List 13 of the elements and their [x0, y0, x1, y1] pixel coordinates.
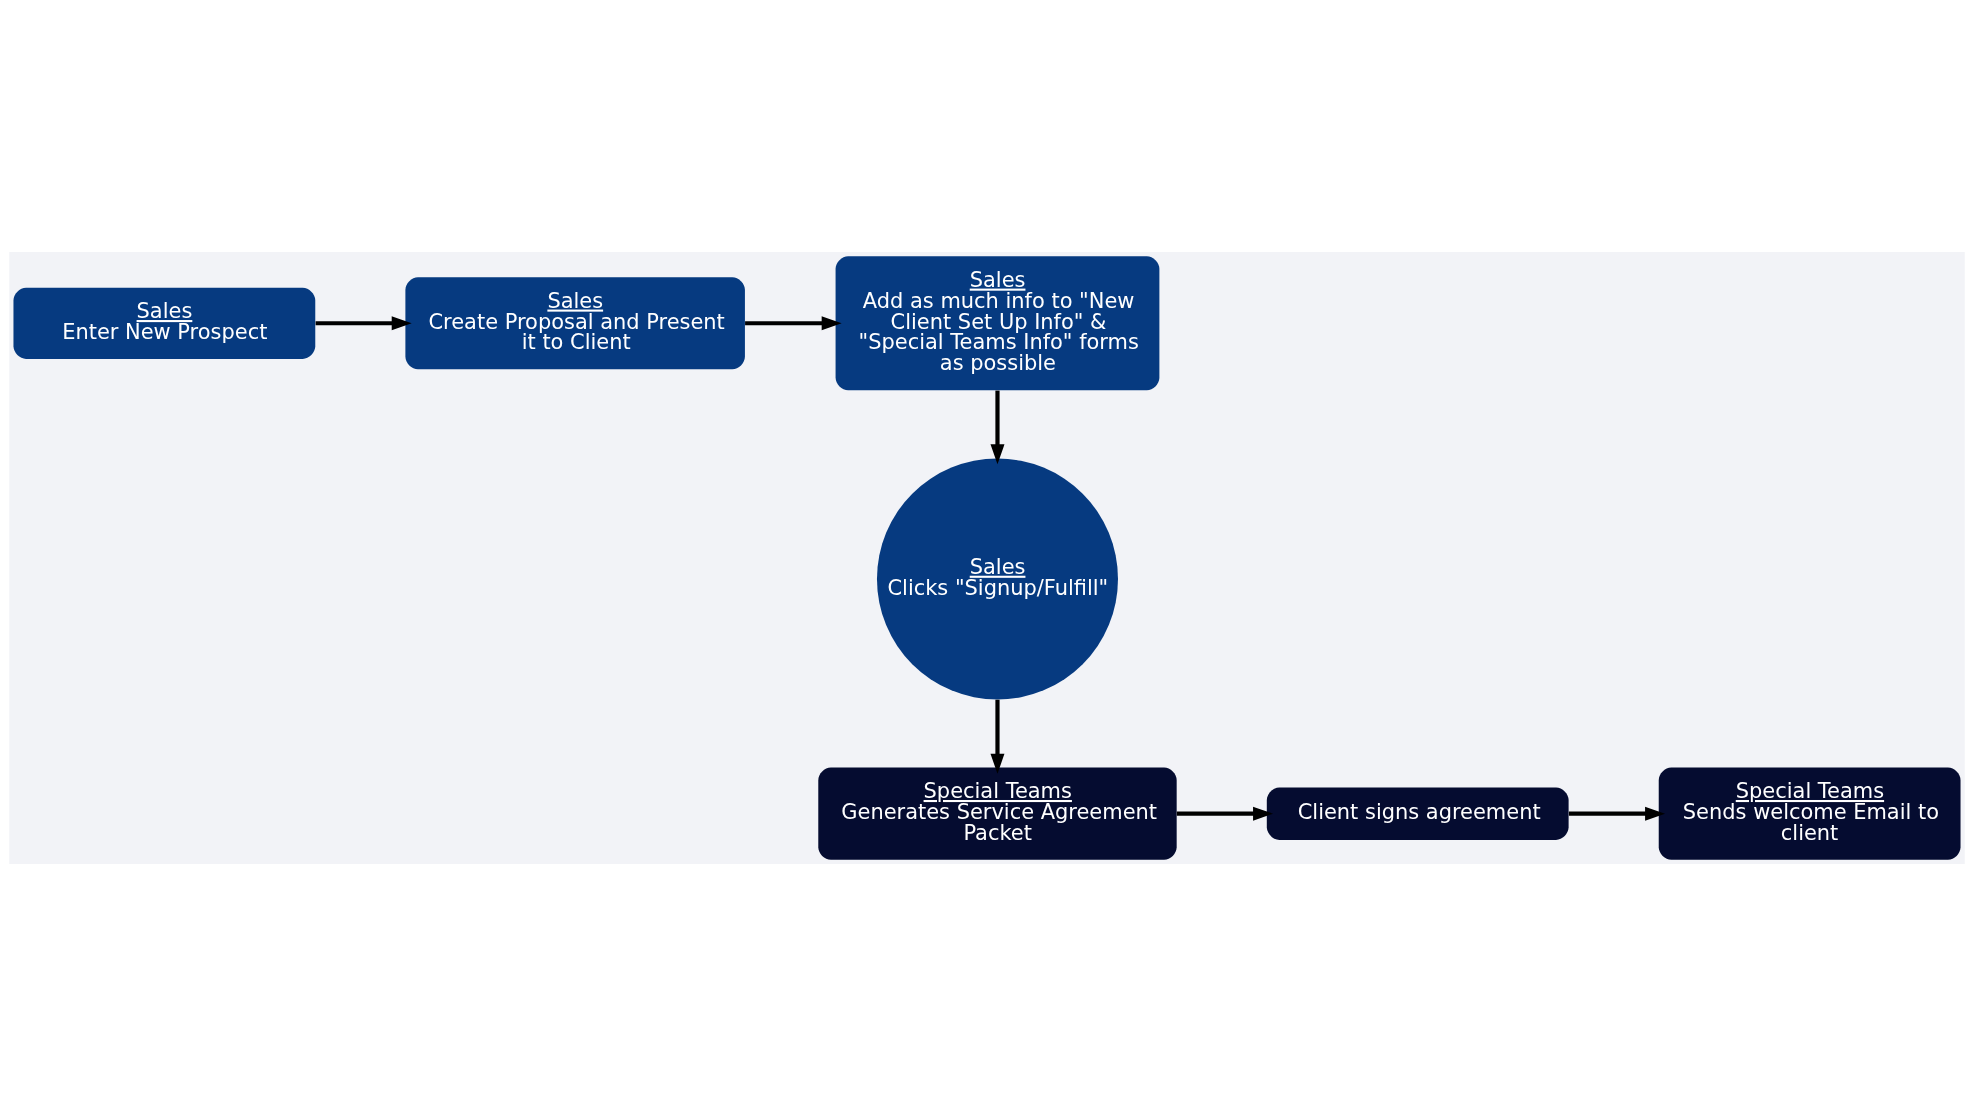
node-box: Sales Enter New Prospect: [13, 287, 316, 359]
arrow: [990, 390, 1005, 464]
arrow: [1568, 806, 1666, 821]
arrow: [990, 699, 1005, 774]
node-box: Special Teams Generates Service Agreement Packet: [818, 767, 1177, 860]
node-box: Client signs agreement: [1266, 787, 1569, 840]
node-circle: Sales Clicks "Signup/Fulfill": [876, 457, 1118, 699]
arrow: [745, 315, 842, 330]
node-box: Sales Create Proposal and Present it to Client: [405, 276, 745, 369]
arrow: [315, 315, 412, 330]
node-box: Sales Add as much info to "New Client Set Up Info" & "Special Teams Info" forms as possible: [835, 255, 1160, 390]
node-box: Special Teams Sends welcome Email to client: [1658, 767, 1961, 860]
arrow: [1176, 806, 1274, 821]
